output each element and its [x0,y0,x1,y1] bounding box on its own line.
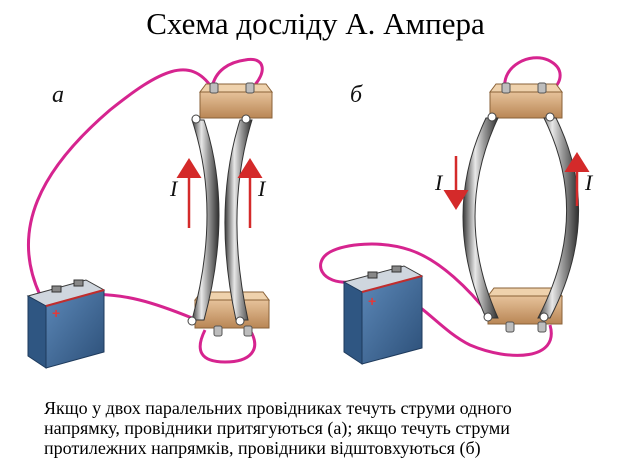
current-label-b-left: I [434,170,444,195]
diagram-title: Схема досліду А. Ампера [146,6,485,41]
top-block-b [489,82,563,119]
setup-a: I I + а [26,57,273,369]
label-a: а [52,82,64,108]
battery-b-plus-sign: + [368,293,376,309]
battery-a-plus-sign: + [52,305,60,321]
setup-b: I I + б [319,56,594,365]
caption: Якщо у двох паралельних провідниках течу… [44,398,624,458]
wire-a-top [26,68,214,296]
label-b: б [350,82,363,108]
conductor-b-left [462,117,499,319]
current-label-b-right: I [584,170,594,195]
conductor-a-right [224,119,253,321]
battery-b: + [342,265,424,365]
wire-b-left [319,242,492,317]
top-block-a [199,82,273,119]
battery-a: + [26,279,106,369]
caption-line-3: протилежних напрямків, провідники відшто… [44,438,481,458]
conductor-a-left [191,119,220,321]
current-label-a-right: I [257,176,267,201]
wire-a-loop-top [210,57,264,90]
wire-a-bottom-loop [198,329,257,364]
caption-line-1: Якщо у двох паралельних провідниках течу… [44,398,512,418]
current-label-a-left: I [169,176,179,201]
caption-line-2: напрямку, провідники притягуються (а); я… [44,418,510,438]
wire-b-top-loop [503,56,562,92]
